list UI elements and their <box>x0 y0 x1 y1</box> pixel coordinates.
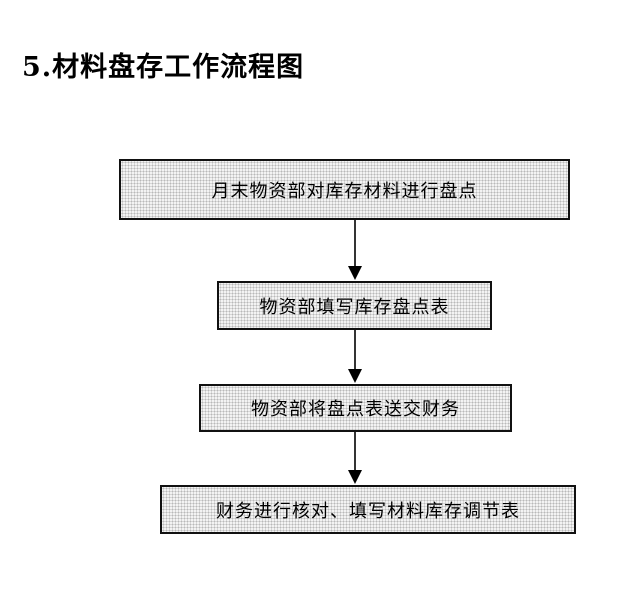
arrow-2-to-3 <box>348 330 362 383</box>
flow-step-label: 物资部将盘点表送交财务 <box>251 399 460 420</box>
arrow-1-to-2 <box>348 220 362 280</box>
flow-step-label: 物资部填写库存盘点表 <box>259 296 450 318</box>
flow-step-label: 月末物资部对库存材料进行盘点 <box>211 180 478 202</box>
page-title: 5.材料盘存工作流程图 <box>22 52 305 83</box>
arrow-3-to-4 <box>348 432 362 484</box>
flow-step-inventory-count: 月末物资部对库存材料进行盘点 <box>119 159 570 220</box>
flow-step-send-to-finance: 物资部将盘点表送交财务 <box>199 384 512 432</box>
flow-step-label: 财务进行核对、填写材料库存调节表 <box>216 500 520 522</box>
flow-step-fill-count-sheet: 物资部填写库存盘点表 <box>217 281 492 330</box>
flow-step-finance-reconcile: 财务进行核对、填写材料库存调节表 <box>160 485 576 534</box>
